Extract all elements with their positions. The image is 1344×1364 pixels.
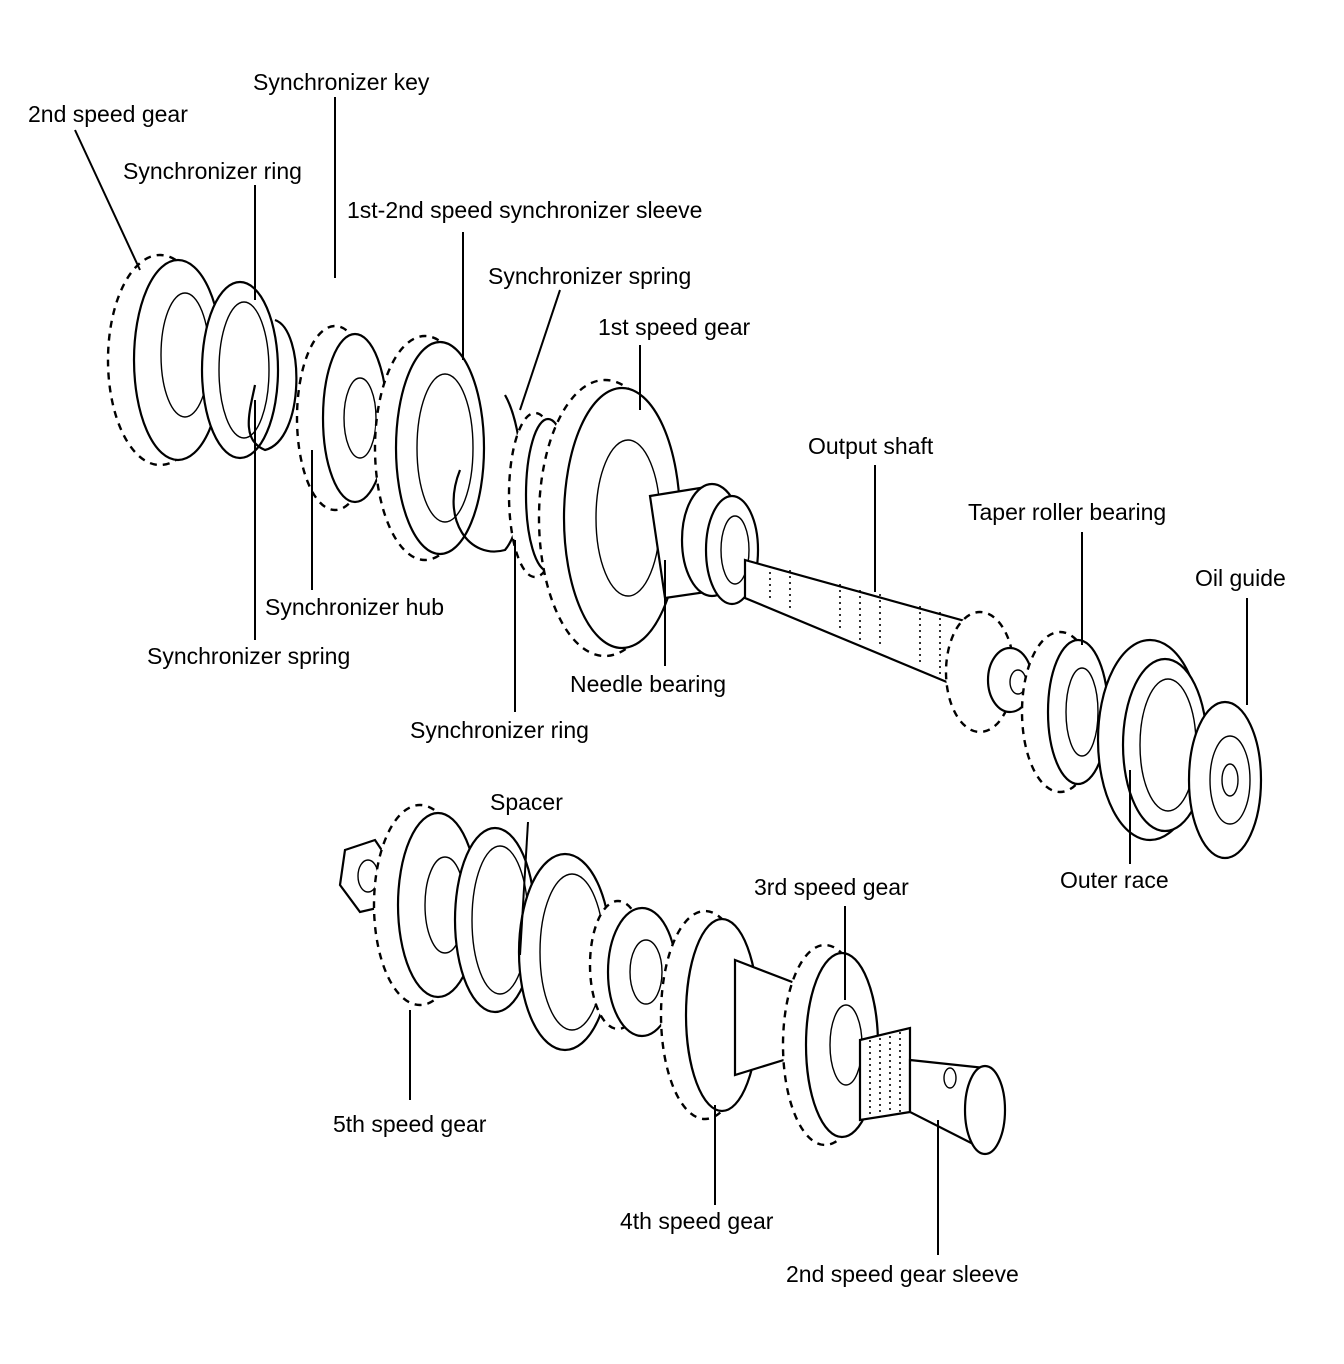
label-4th-speed-gear: 4th speed gear bbox=[620, 1208, 774, 1234]
label-synchronizer-ring-top: Synchronizer ring bbox=[123, 158, 302, 184]
fourth-speed-gear-part bbox=[659, 909, 802, 1121]
label-oil-guide: Oil guide bbox=[1195, 565, 1286, 591]
taper-roller-bearing-part bbox=[1020, 630, 1110, 794]
second-speed-gear-sleeve-part bbox=[858, 1026, 1007, 1156]
label-needle-bearing: Needle bearing bbox=[570, 671, 726, 697]
oil-guide-part bbox=[1187, 700, 1263, 860]
output-shaft-part bbox=[743, 558, 1034, 734]
synchronizer-sleeve-part bbox=[373, 334, 486, 562]
synchronizer-hub-part bbox=[295, 324, 389, 512]
label-1st-2nd-speed-synchronizer-sleeve: 1st-2nd speed synchronizer sleeve bbox=[347, 197, 702, 223]
label-synchronizer-spring-top: Synchronizer spring bbox=[488, 263, 691, 289]
label-1st-speed-gear: 1st speed gear bbox=[598, 314, 751, 340]
label-output-shaft: Output shaft bbox=[808, 433, 934, 459]
label-2nd-speed-gear: 2nd speed gear bbox=[28, 101, 188, 127]
second-speed-gear-part bbox=[106, 253, 224, 467]
lower-roller-bearing-part bbox=[588, 899, 678, 1038]
fifth-speed-gear-part bbox=[372, 803, 480, 1007]
label-5th-speed-gear: 5th speed gear bbox=[333, 1111, 487, 1137]
outer-race-part bbox=[1096, 638, 1209, 842]
label-synchronizer-ring-bottom: Synchronizer ring bbox=[410, 717, 589, 743]
lower-race-part bbox=[517, 852, 613, 1052]
synchronizer-spring-left-part bbox=[247, 318, 298, 452]
label-synchronizer-spring-bottom: Synchronizer spring bbox=[147, 643, 350, 669]
leader-lines bbox=[74, 97, 1248, 1255]
label-outer-race: Outer race bbox=[1060, 867, 1169, 893]
label-synchronizer-hub: Synchronizer hub bbox=[265, 594, 444, 620]
label-3rd-speed-gear: 3rd speed gear bbox=[754, 874, 909, 900]
label-taper-roller-bearing: Taper roller bearing bbox=[968, 499, 1166, 525]
label-2nd-speed-gear-sleeve: 2nd speed gear sleeve bbox=[786, 1261, 1019, 1287]
synchronizer-ring-top-part bbox=[200, 280, 280, 460]
label-synchronizer-key: Synchronizer key bbox=[253, 69, 430, 95]
label-spacer: Spacer bbox=[490, 789, 563, 815]
needle-bearing-part bbox=[648, 482, 760, 606]
